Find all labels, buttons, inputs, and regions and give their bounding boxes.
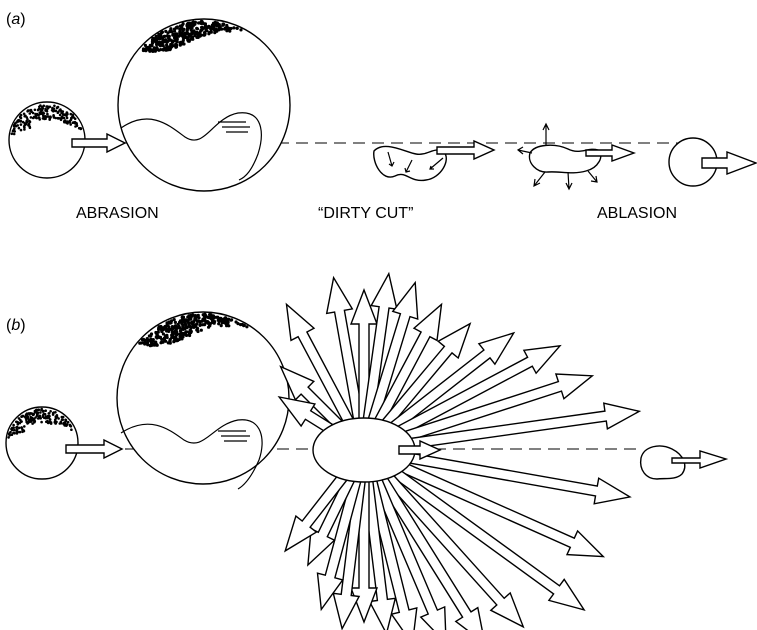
ejecta-spray bbox=[277, 271, 642, 630]
ejecta-arrow bbox=[388, 456, 606, 558]
ejecta-arrow bbox=[349, 288, 379, 421]
ejecta-arrow bbox=[307, 473, 357, 567]
label-ablasion: ABLASION bbox=[597, 205, 677, 222]
ejecta-arrow bbox=[374, 471, 483, 630]
ejecta-arrow bbox=[390, 373, 595, 447]
ejecta-arrow bbox=[316, 476, 362, 612]
ejecta-arrow bbox=[365, 477, 418, 630]
ejecta-arrow bbox=[384, 462, 586, 612]
ejecta-arrow bbox=[367, 280, 419, 424]
shattered-grain bbox=[312, 417, 442, 483]
projectile-arrow-a bbox=[71, 132, 127, 154]
target-grain-a bbox=[117, 18, 291, 192]
ejecta-arrow bbox=[378, 322, 472, 432]
ejecta-arrow bbox=[325, 275, 365, 423]
ejecta-arrow bbox=[349, 479, 379, 624]
ejecta-fragment-a bbox=[516, 122, 637, 191]
projectile-arrow-b bbox=[65, 438, 124, 460]
ejecta-arrow bbox=[283, 469, 351, 553]
small-particle-b bbox=[5, 406, 79, 480]
dirty-cut-fragment bbox=[373, 139, 496, 182]
panel-a: (a) bbox=[6, 11, 757, 222]
surviving-fragment-b bbox=[639, 445, 729, 480]
ejecta-arrow bbox=[387, 344, 562, 442]
ejecta-arrow bbox=[332, 478, 367, 630]
ejecta-arrow bbox=[361, 478, 397, 630]
panel-a-label: (a) bbox=[6, 11, 26, 28]
ejecta-arrow bbox=[285, 302, 356, 427]
ejecta-arrow bbox=[379, 467, 525, 629]
surviving-fragment-arrow bbox=[671, 450, 729, 469]
target-grain-b bbox=[116, 311, 290, 490]
ejecta-arrow bbox=[370, 474, 447, 630]
ejecta-arrow bbox=[383, 331, 516, 437]
ejecta-arrow bbox=[372, 302, 443, 427]
ejecta-arrow bbox=[391, 449, 632, 505]
shattered-grain-arrow bbox=[398, 439, 442, 461]
small-particle-a bbox=[8, 101, 86, 179]
label-dirty-cut: “DIRTY CUT” bbox=[318, 205, 413, 222]
dirty-cut-arrow bbox=[436, 139, 496, 161]
panel-b: (b) bbox=[5, 271, 729, 630]
ejecta-arrow bbox=[362, 271, 398, 422]
ablated-particle-arrow bbox=[701, 150, 757, 176]
crater-outline-b bbox=[120, 419, 263, 490]
label-abrasion: ABRASION bbox=[76, 205, 159, 222]
crater-outline-a bbox=[120, 112, 262, 181]
ejecta-arrow bbox=[392, 402, 642, 452]
ejecta-fragment-arrow bbox=[585, 144, 637, 162]
ablated-particle bbox=[668, 137, 757, 187]
panel-b-label: (b) bbox=[6, 317, 26, 334]
